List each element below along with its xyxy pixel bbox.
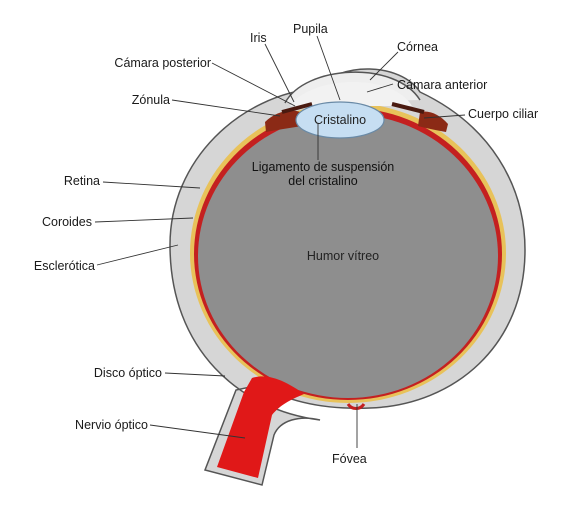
- iris: [281, 102, 313, 114]
- label-fovea: Fóvea: [332, 452, 367, 466]
- label-ligamento-2: del cristalino: [288, 174, 358, 188]
- iris-right: [391, 102, 425, 114]
- label-zonula: Zónula: [131, 93, 170, 107]
- label-iris: Iris: [250, 31, 267, 45]
- label-pupila: Pupila: [293, 22, 328, 36]
- label-cuerpo-ciliar: Cuerpo ciliar: [468, 107, 539, 121]
- label-retina: Retina: [63, 174, 100, 188]
- label-humor-vitreo: Humor vítreo: [306, 249, 380, 263]
- ciliary-body-left: [265, 110, 302, 132]
- label-camara-posterior: Cámara posterior: [114, 56, 211, 70]
- label-disco-optico: Disco óptico: [93, 366, 162, 380]
- label-camara-anterior: Cámara anterior: [397, 78, 488, 92]
- label-coroides: Coroides: [41, 215, 92, 229]
- fovea-notch: [346, 403, 366, 410]
- label-cristalino: Cristalino: [313, 113, 367, 127]
- vitreous-humor: [198, 114, 498, 398]
- ciliary-body-right: [418, 111, 448, 132]
- leader-lines: [94, 35, 466, 448]
- label-nervio-optico: Nervio óptico: [75, 418, 148, 432]
- optic-nerve: [217, 376, 304, 478]
- label-esclerotica: Esclerótica: [33, 259, 95, 273]
- label-cornea: Córnea: [397, 40, 438, 54]
- label-ligamento-1: Ligamento de suspensión: [251, 160, 395, 174]
